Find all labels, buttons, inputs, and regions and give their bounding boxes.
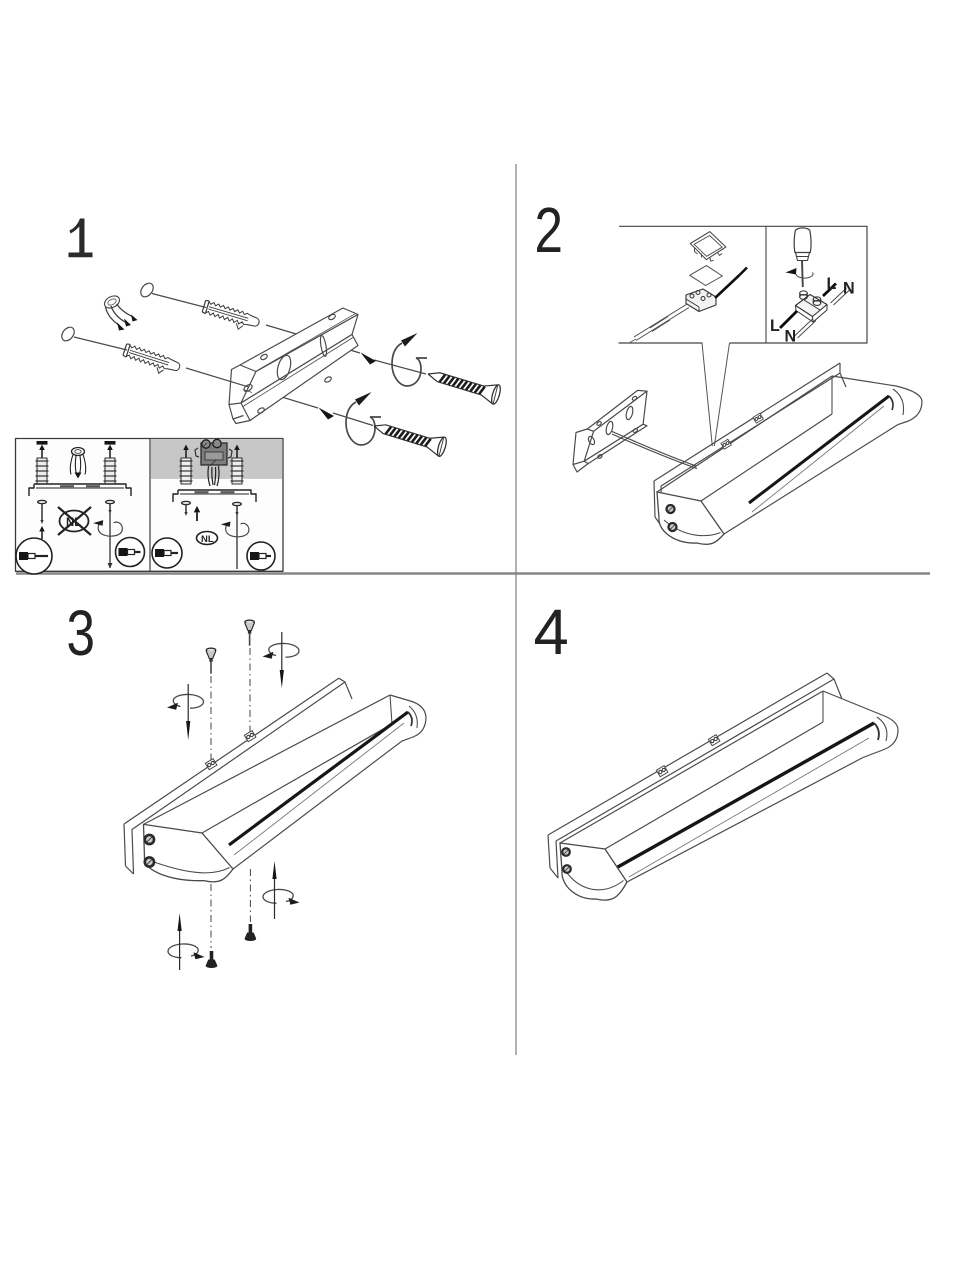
svg-text:N: N (785, 326, 797, 345)
svg-text:2: 2 (535, 196, 563, 267)
svg-text:3: 3 (67, 599, 95, 670)
svg-text:L: L (770, 316, 780, 335)
svg-text:NL: NL (201, 534, 214, 545)
svg-text:L: L (827, 274, 837, 293)
svg-text:N: N (843, 278, 855, 297)
svg-text:4: 4 (534, 597, 569, 668)
